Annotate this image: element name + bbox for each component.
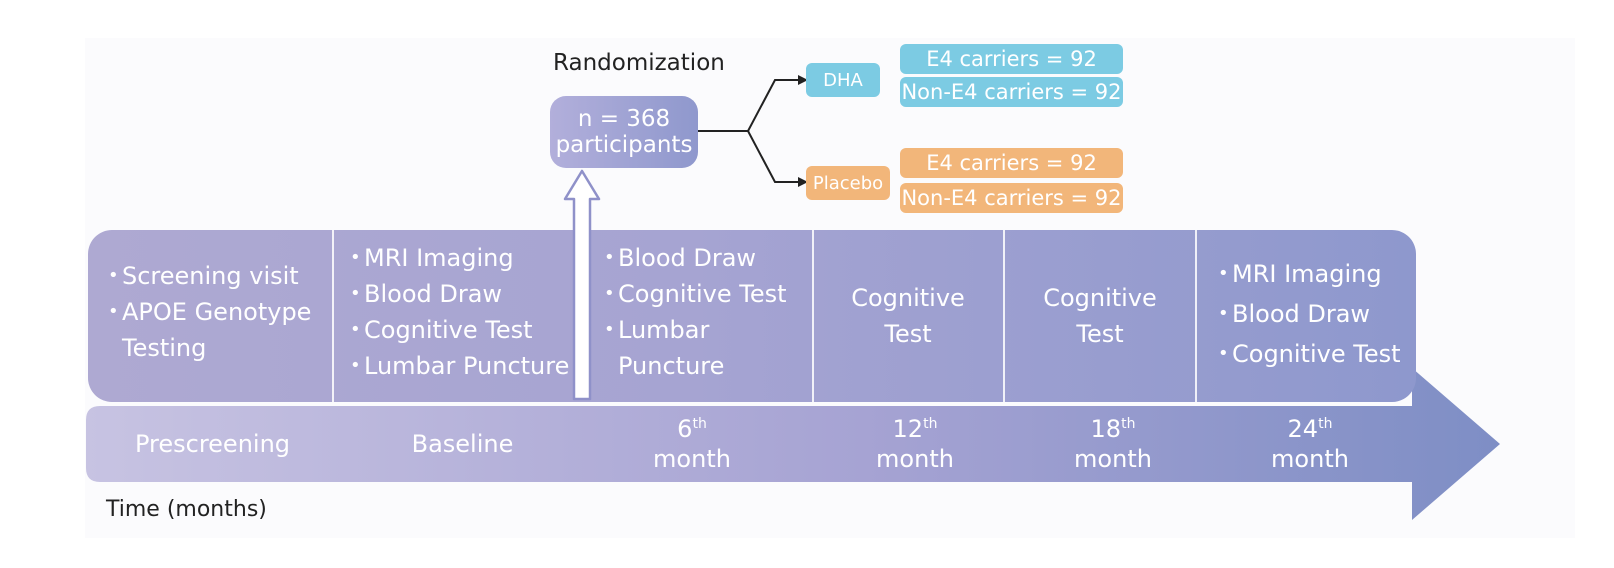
period-number: 24th — [1287, 415, 1333, 443]
arrowhead-placebo — [798, 177, 808, 187]
period-18th-month: 18th month — [1013, 405, 1213, 483]
period-unit: month — [653, 445, 731, 473]
placebo-e4-carriers: E4 carriers = 92 — [900, 148, 1123, 178]
visit-item: Cognitive Test — [350, 312, 580, 348]
branch-connector — [698, 79, 800, 183]
placebo-non-e4-carriers: Non-E4 carriers = 92 — [900, 183, 1123, 213]
cell-divider — [812, 230, 814, 402]
visit-item: Cognitive Test — [604, 276, 809, 312]
visit-item: APOE Genotype — [108, 294, 333, 330]
period-number: 6th — [677, 415, 707, 443]
period-number: 18th — [1090, 415, 1136, 443]
visit-item-continued: Testing — [122, 334, 207, 362]
visit-item: Blood Draw — [604, 240, 809, 276]
period-prescreening: Prescreening — [110, 405, 315, 483]
period-number: 12th — [892, 415, 938, 443]
visit-item: Cognitive Test — [1218, 334, 1413, 374]
visit-12th-month: Cognitive Test — [814, 230, 1002, 402]
visit-6th-month: Blood Draw Cognitive Test Lumbar Punctur… — [604, 230, 809, 402]
visit-item: Lumbar Puncture — [350, 348, 580, 384]
visit-prescreening: Screening visit APOE Genotype Testing — [108, 230, 333, 402]
dha-non-e4-carriers: Non-E4 carriers = 92 — [900, 77, 1123, 107]
period-unit: month — [1271, 445, 1349, 473]
cell-divider — [1195, 230, 1197, 402]
visit-text: Cognitive Test — [851, 284, 965, 348]
participant-count-box: n = 368 participants — [550, 96, 698, 168]
period-24th-month: 24th month — [1210, 405, 1410, 483]
visit-baseline: MRI Imaging Blood Draw Cognitive Test Lu… — [350, 230, 580, 402]
visit-item: Screening visit — [108, 258, 333, 294]
period-baseline: Baseline — [360, 405, 565, 483]
visit-18th-month: Cognitive Test — [1005, 230, 1195, 402]
randomization-title: Randomization — [553, 50, 725, 76]
visit-24th-month: MRI Imaging Blood Draw Cognitive Test — [1218, 230, 1413, 402]
visit-item: MRI Imaging — [350, 240, 580, 276]
visit-item-continued: Puncture — [618, 352, 725, 380]
arm-label-placebo: Placebo — [806, 166, 890, 200]
period-unit: month — [876, 445, 954, 473]
visit-item: MRI Imaging — [1218, 254, 1413, 294]
period-6th-month: 6th month — [592, 405, 792, 483]
period-unit: month — [1074, 445, 1152, 473]
visit-item: Blood Draw — [1218, 294, 1413, 334]
cell-divider — [332, 230, 334, 402]
randomization-up-arrow — [563, 169, 601, 401]
arm-label-dha: DHA — [806, 63, 880, 97]
participant-count: n = 368 — [577, 106, 671, 132]
dha-e4-carriers: E4 carriers = 92 — [900, 44, 1123, 74]
period-label: Baseline — [411, 430, 514, 458]
time-axis-label: Time (months) — [106, 497, 267, 522]
visit-text: Cognitive Test — [1043, 284, 1157, 348]
arrowhead-dha — [798, 75, 808, 85]
visit-item: Lumbar — [604, 312, 809, 348]
visit-item: Blood Draw — [350, 276, 580, 312]
timeline-arrow — [86, 368, 1500, 520]
participant-count-unit: participants — [555, 132, 693, 158]
period-label: Prescreening — [134, 430, 291, 458]
period-12th-month: 12th month — [815, 405, 1015, 483]
cell-divider — [1003, 230, 1005, 402]
